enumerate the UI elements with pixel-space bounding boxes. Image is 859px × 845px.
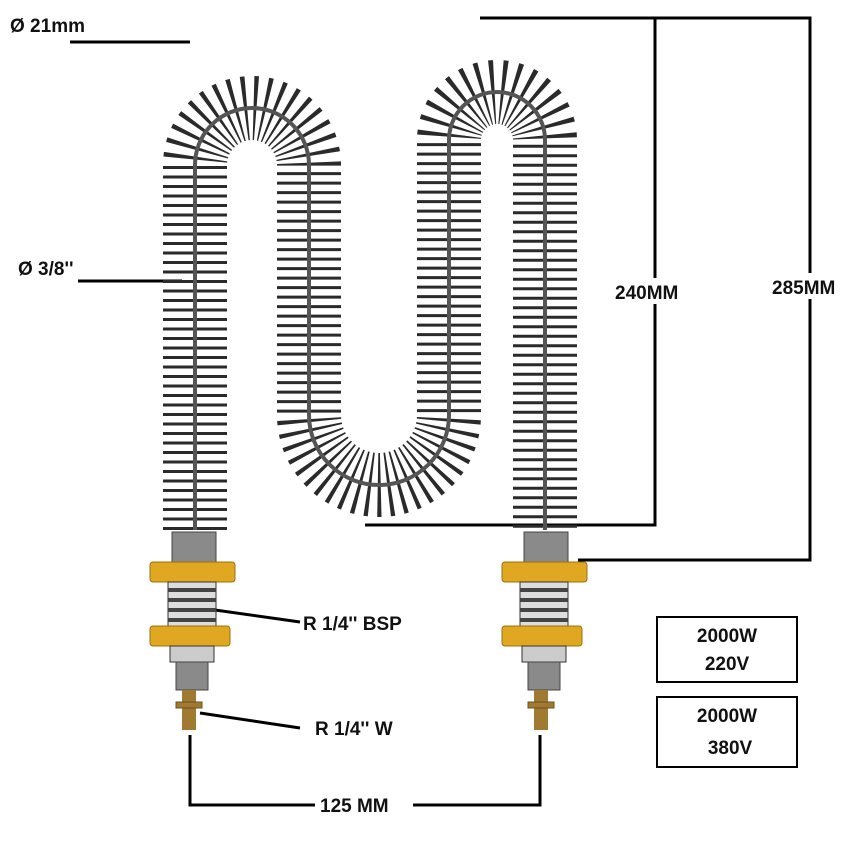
dim-240-line	[365, 16, 657, 527]
height-total-label: 285MM	[772, 278, 835, 299]
bsp-leader	[214, 608, 301, 624]
spec-voltage: 380V	[708, 738, 753, 759]
spacing-label: 125 MM	[320, 796, 389, 817]
left-terminal-fitting	[149, 531, 236, 730]
finned-heating-element	[163, 60, 577, 530]
spec-box-220v: 2000W 220V	[656, 616, 798, 683]
right-terminal-fitting	[501, 531, 588, 730]
tube	[193, 90, 547, 530]
spec-power: 2000W	[697, 706, 757, 727]
fins	[163, 60, 577, 530]
fin-diameter-label: Ø 21mm	[10, 16, 85, 37]
spec-power: 2000W	[697, 626, 757, 647]
thread-w-label: R 1/4'' W	[315, 719, 393, 740]
spec-voltage: 220V	[705, 654, 750, 675]
w-leader	[199, 711, 301, 730]
tube-diameter-label: Ø 3/8''	[18, 259, 74, 280]
thread-bsp-label: R 1/4'' BSP	[303, 614, 402, 635]
spec-box-380v: 2000W 380V	[656, 696, 798, 768]
height-inner-label: 240MM	[615, 283, 678, 304]
